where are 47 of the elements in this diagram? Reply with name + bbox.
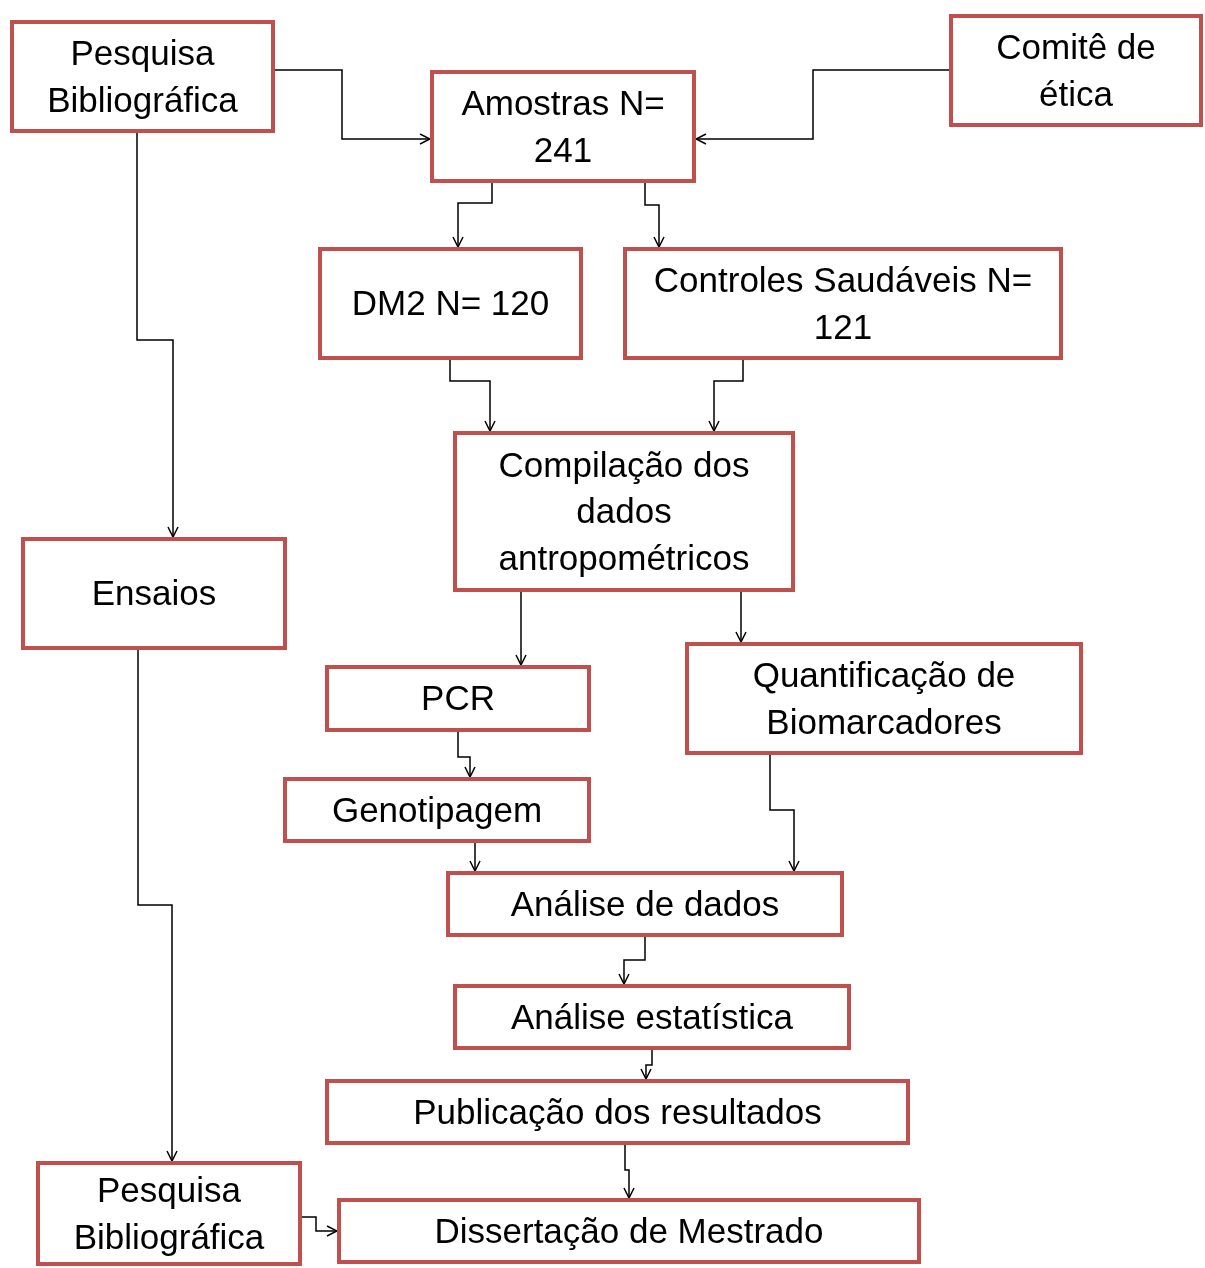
box-label: Publicação dos resultados — [413, 1090, 822, 1133]
arrow — [137, 649, 178, 1162]
arrow — [623, 1144, 635, 1199]
box-label: Amostras N= 241 — [460, 82, 666, 171]
box-label: Genotipagem — [331, 788, 543, 831]
arrow — [695, 69, 950, 145]
process-box — [453, 431, 795, 592]
box-label: Controles Saudáveis N= 121 — [652, 259, 1034, 348]
arrow — [618, 936, 646, 985]
box-label: DM2 N= 120 — [351, 282, 550, 325]
box-label: Quantificação de Biomarcadores — [751, 654, 1017, 743]
process-box — [685, 642, 1083, 755]
arrow — [457, 731, 476, 778]
arrow — [769, 754, 800, 872]
process-box — [21, 537, 287, 650]
arrow — [515, 591, 527, 666]
arrow — [449, 359, 496, 432]
process-box — [430, 70, 696, 183]
arrow — [644, 182, 665, 248]
arrow — [301, 1216, 338, 1237]
arrow — [274, 69, 431, 145]
box-label: PCR — [421, 677, 495, 720]
process-box — [453, 984, 851, 1050]
process-box — [446, 871, 844, 937]
process-box — [325, 665, 591, 732]
box-label: Pesquisa Bibliográfica — [46, 32, 239, 121]
box-label: Compilação dos dados antropométricos — [497, 444, 751, 579]
arrow — [640, 1049, 653, 1080]
arrow — [735, 591, 747, 643]
process-box — [283, 777, 591, 843]
process-box — [325, 1079, 910, 1145]
box-label: Análise estatística — [510, 995, 794, 1038]
box-label: Pesquisa Bibliográfica — [72, 1169, 266, 1258]
arrow — [708, 359, 744, 432]
arrow — [452, 182, 493, 248]
process-box — [318, 247, 583, 360]
process-box — [949, 14, 1203, 127]
box-label: Comitê de ética — [995, 26, 1157, 115]
box-label: Ensaios — [91, 572, 217, 615]
process-box — [337, 1198, 921, 1264]
box-label: Dissertação de Mestrado — [434, 1209, 824, 1252]
box-label: Análise de dados — [510, 882, 780, 925]
arrow — [469, 842, 481, 872]
arrow — [136, 132, 179, 538]
process-box — [36, 1161, 302, 1266]
process-box — [623, 247, 1063, 360]
process-box — [10, 20, 275, 133]
